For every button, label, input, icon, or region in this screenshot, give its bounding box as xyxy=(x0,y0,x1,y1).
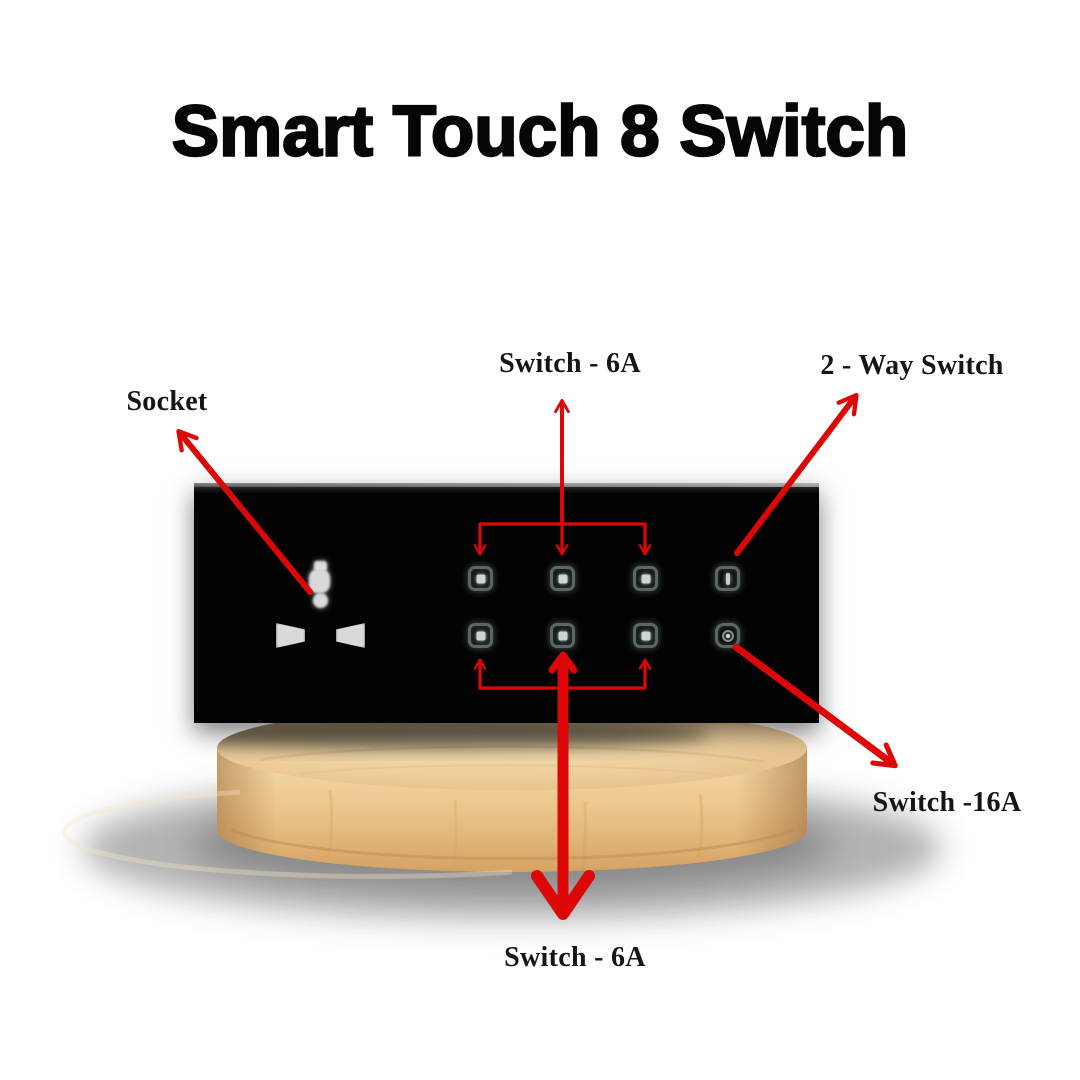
switch-glyph-icon xyxy=(641,574,650,583)
ring-glyph-icon xyxy=(721,629,734,642)
switch-glyph-icon xyxy=(641,631,650,640)
ground-shadow xyxy=(82,776,942,920)
switch-16a-button xyxy=(715,623,740,648)
switch-6a-top-label: Switch - 6A xyxy=(499,348,641,379)
panel-top-highlight xyxy=(194,483,819,487)
touch-switch-6a-button xyxy=(550,566,575,591)
touch-switch-6a-button xyxy=(468,566,493,591)
socket-pin-right-icon xyxy=(336,623,365,648)
socket-pin-left-icon xyxy=(276,623,305,648)
touch-switch-6a-button xyxy=(468,623,493,648)
two-way-switch-button xyxy=(715,566,740,591)
switch-panel xyxy=(194,483,819,723)
switch-6a-bottom-label: Switch - 6A xyxy=(504,942,646,973)
two-way-switch-label: 2 - Way Switch xyxy=(820,350,1004,381)
switch-glyph-icon xyxy=(476,631,485,640)
touch-switch-6a-button xyxy=(633,623,658,648)
pedestal-side xyxy=(217,748,807,872)
socket-label: Socket xyxy=(126,386,208,417)
touch-switch-6a-button xyxy=(550,623,575,648)
switch-glyph-icon xyxy=(476,574,485,583)
switch-glyph-icon xyxy=(558,631,567,640)
page-title: Smart Touch 8 Switch xyxy=(171,91,910,172)
socket-pin-top-icon xyxy=(313,593,328,608)
socket-pin-top-icon xyxy=(309,569,330,593)
touch-switch-6a-button xyxy=(633,566,658,591)
dot-glyph-icon xyxy=(725,633,730,638)
switch-16a-label: Switch -16A xyxy=(872,787,1022,818)
two-way-glyph-icon xyxy=(725,572,730,585)
socket-pin-top-icon xyxy=(314,561,327,571)
switch-glyph-icon xyxy=(558,574,567,583)
